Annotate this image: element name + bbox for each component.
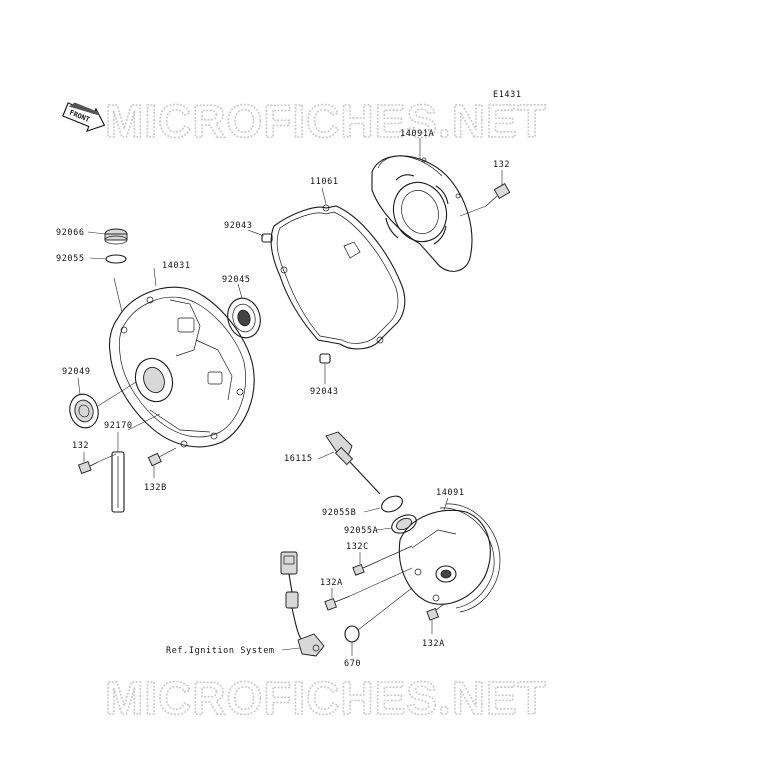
part-132A-bolt-left[interactable] xyxy=(324,595,351,611)
label-92043-bottom: 92043 xyxy=(310,387,339,397)
label-132-left: 132 xyxy=(72,441,89,451)
label-92055A: 14091 xyxy=(436,488,465,498)
part-132-bolt-top[interactable] xyxy=(485,183,511,207)
part-132C-bolt[interactable] xyxy=(352,545,413,576)
label-14091A: 14091A xyxy=(400,129,434,139)
label-92045: 92045 xyxy=(222,275,251,285)
part-ignition-sensor[interactable] xyxy=(280,551,325,657)
part-14031-main-cover[interactable] xyxy=(108,286,255,448)
front-arrow-icon: FRONT xyxy=(62,102,106,133)
label-92066: 92066 xyxy=(56,228,85,238)
part-92055A-cover-assembly[interactable] xyxy=(398,503,501,613)
label-670: 670 xyxy=(344,659,361,669)
part-14091-filler-neck[interactable] xyxy=(389,511,419,536)
label-16115: 16115 xyxy=(284,454,313,464)
part-16115-dipstick[interactable] xyxy=(325,431,381,495)
label-132A-right: 132A xyxy=(422,639,445,649)
part-132B-bolt[interactable] xyxy=(147,447,177,467)
label-132B: 132B xyxy=(144,483,167,493)
label-14031: 14031 xyxy=(162,261,191,271)
label-132A-left: 132A xyxy=(320,578,343,588)
watermark-bottom: MICROFICHES.NET xyxy=(105,672,547,724)
part-92049-oil-seal[interactable] xyxy=(66,391,102,431)
label-92055B: 92055B xyxy=(322,508,356,518)
part-92045-bearing[interactable] xyxy=(223,295,264,342)
part-670-oring[interactable] xyxy=(344,625,360,643)
label-92043-top: 92043 xyxy=(224,221,253,231)
label-92170: 92170 xyxy=(104,421,133,431)
label-92049: 92049 xyxy=(62,367,91,377)
label-132-top: 132 xyxy=(493,160,510,170)
part-11061-gasket[interactable] xyxy=(270,204,406,350)
part-132-bolt-left[interactable] xyxy=(78,461,99,475)
part-92043-dowel-top[interactable] xyxy=(261,233,273,243)
label-ignition-system: Ref.Ignition System xyxy=(166,646,275,656)
part-92066-plug[interactable] xyxy=(104,228,128,245)
label-14091: 92055A xyxy=(344,526,378,536)
part-92055-oring[interactable] xyxy=(105,254,127,264)
watermark-top: MICROFICHES.NET xyxy=(105,95,547,147)
part-132A-bolt-right[interactable] xyxy=(426,603,445,621)
part-92043-dowel-bottom[interactable] xyxy=(319,353,331,364)
diagram-code: E1431 xyxy=(493,90,522,100)
label-132C: 132C xyxy=(346,542,369,552)
part-92055B-oring[interactable] xyxy=(379,493,405,515)
label-92055: 92055 xyxy=(56,254,85,264)
label-11061: 11061 xyxy=(310,177,339,187)
part-92170-clamp[interactable] xyxy=(111,451,125,513)
part-14091A-plate[interactable] xyxy=(371,155,473,272)
